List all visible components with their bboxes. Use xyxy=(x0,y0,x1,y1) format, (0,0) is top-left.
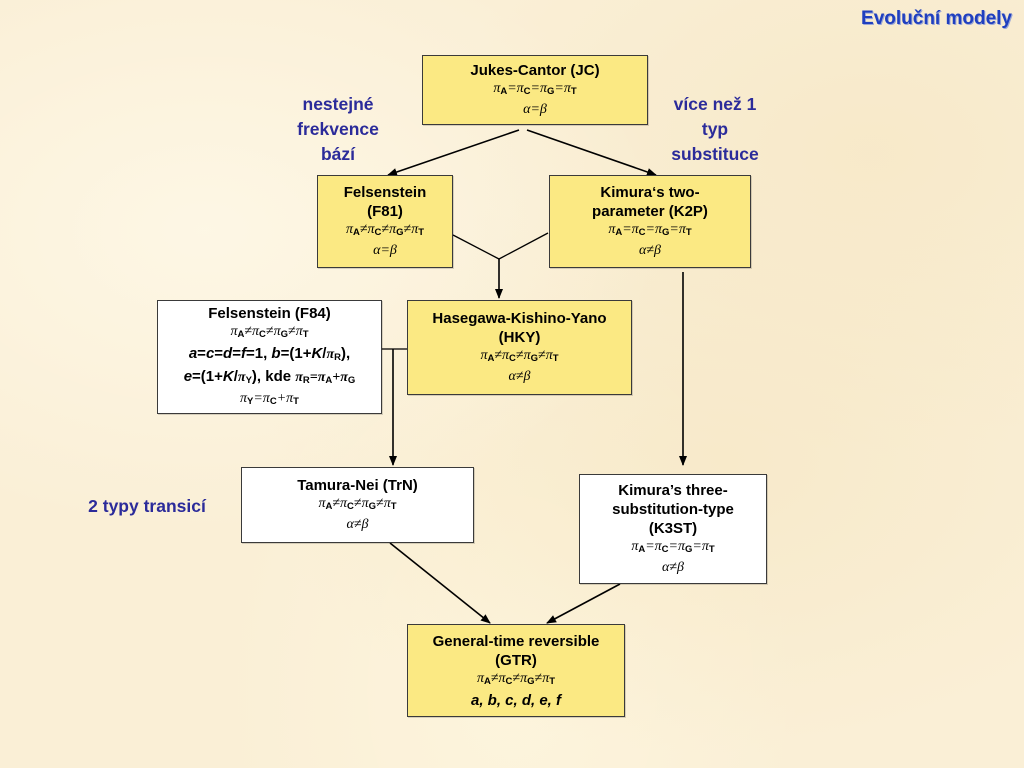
annotation-unequal-base-frequencies: nestejné frekvence bází xyxy=(297,94,379,164)
model-box-hasegawa-kishino-yano: Hasegawa-Kishino-Yano (HKY) πA≠πC≠πG≠πT … xyxy=(407,300,632,395)
model-box-kimura-three-substitution-type: Kimura’s three- substitution-type (K3ST)… xyxy=(579,474,767,584)
rate-formula: α≠β xyxy=(346,517,369,532)
base-frequency-formula: πA=πC=πG=πT xyxy=(631,539,715,555)
f84-parameters-line-2: e=(1+K/πY), kde πR=πA+πG xyxy=(183,367,356,386)
line-f81-merge xyxy=(452,234,500,260)
rate-formula: α≠β xyxy=(661,560,684,575)
model-box-felsenstein-f84: Felsenstein (F84) πA≠πC≠πG≠πT a=c=d=f=1,… xyxy=(157,300,382,414)
rate-formula: α≠β xyxy=(638,243,661,258)
annotation-two-transition-types: 2 typy transicí xyxy=(88,496,206,516)
base-frequency-formula: πA=πC=πG=πT xyxy=(493,81,577,97)
model-box-tamura-nei: Tamura-Nei (TrN) πA≠πC≠πG≠πT α≠β xyxy=(241,467,474,543)
arrow-jc-to-f81 xyxy=(387,129,520,176)
base-frequency-formula: πA≠πC≠πG≠πT xyxy=(345,222,425,238)
arrow-jc-to-k2p xyxy=(526,129,657,176)
base-frequency-formula: πA≠πC≠πG≠πT xyxy=(318,496,397,512)
base-frequency-formula: πA=πC=πG=πT xyxy=(608,222,692,238)
model-box-general-time-reversible: General-time reversible (GTR) πA≠πC≠πG≠π… xyxy=(407,624,625,717)
model-box-kimura-two-parameter: Kimura‘s two- parameter (K2P) πA=πC=πG=π… xyxy=(549,175,751,268)
model-box-felsenstein-f81: Felsenstein (F81) πA≠πC≠πG≠πT α=β xyxy=(317,175,453,268)
rate-parameters: a, b, c, d, e, f xyxy=(470,691,562,709)
f84-parameters-line-3: πY=πC+πT xyxy=(240,390,299,407)
arrow-trn-to-gtr xyxy=(389,542,491,624)
base-frequency-formula: πA≠πC≠πG≠πT xyxy=(230,323,309,340)
arrow-k3st-to-gtr xyxy=(546,583,621,624)
model-box-jukes-cantor: Jukes-Cantor (JC) πA=πC=πG=πT α=β xyxy=(422,55,648,125)
f84-parameters-line-1: a=c=d=f=1, b=(1+K/πR), xyxy=(188,344,351,363)
rate-formula: α=β xyxy=(373,243,397,258)
rate-formula: α=β xyxy=(523,102,547,117)
slide-title: Evoluční modely xyxy=(861,8,1012,29)
rate-formula: α≠β xyxy=(508,369,531,384)
line-k2p-merge xyxy=(498,232,549,260)
base-frequency-formula: πA≠πC≠πG≠πT xyxy=(476,670,556,687)
annotation-more-substitution-types: více než 1 typ substituce xyxy=(671,94,759,164)
base-frequency-formula: πA≠πC≠πG≠πT xyxy=(480,348,559,364)
